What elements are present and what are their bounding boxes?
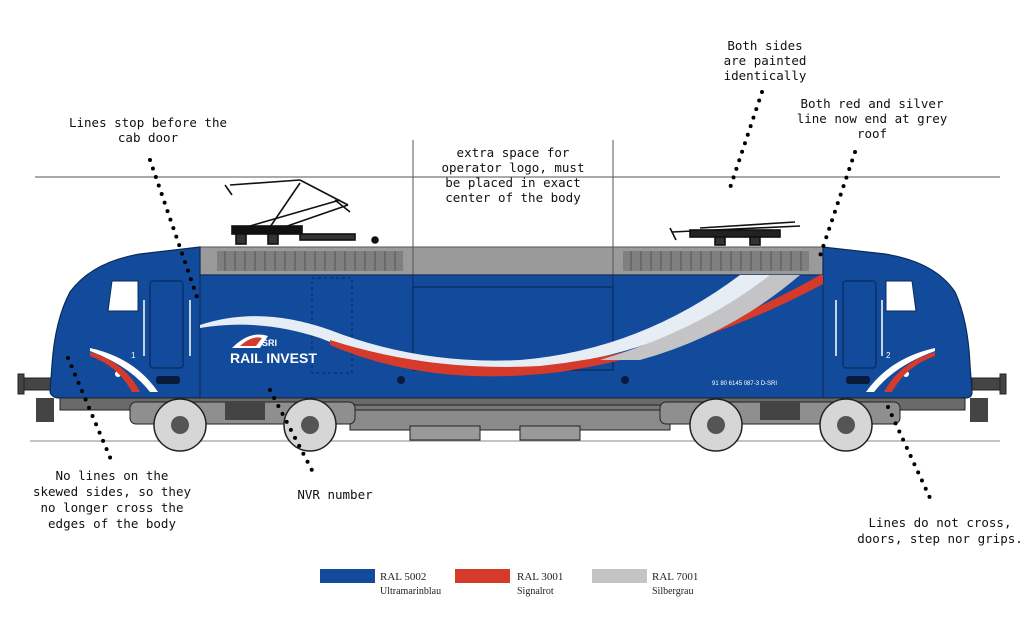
rail-invest-logo: SRI RAIL INVEST	[230, 334, 317, 366]
annotation-line: cab door	[118, 130, 179, 145]
annotation-line: are painted	[724, 53, 807, 68]
logo-small-text: SRI	[262, 338, 277, 348]
nvr-number-text: 91 80 6145 087-3 D-SRI	[712, 381, 777, 387]
bogie-left	[129, 398, 356, 452]
annotation-line: skewed sides, so they	[33, 484, 192, 499]
annotation-lines-stop: Lines stop before the cab door	[69, 115, 227, 145]
legend-code: RAL 7001	[652, 571, 698, 583]
annotation-both-sides: Both sides are painted identically	[724, 38, 807, 83]
annotation-line: identically	[724, 68, 807, 83]
legend-item: RAL 7001 Silbergrau	[592, 569, 698, 597]
legend-swatch	[592, 569, 647, 583]
cab-steps	[36, 398, 988, 422]
pantograph-left	[224, 179, 379, 245]
annotation-line: No lines on the	[56, 468, 169, 483]
pantograph-right	[669, 221, 801, 246]
legend-swatch	[320, 569, 375, 583]
legend-name: Signalrot	[517, 586, 554, 597]
annotation-line: Both red and silver	[801, 96, 944, 111]
livery-stripes	[90, 275, 935, 392]
annotation-line: center of the body	[445, 190, 581, 205]
legend-item: RAL 5002 Ultramarinblau	[320, 569, 441, 597]
buffers	[17, 373, 1007, 395]
legend-name: Ultramarinblau	[380, 586, 441, 597]
annotation-line: roof	[857, 126, 887, 141]
annotation-no-lines-skewed: No lines on the skewed sides, so they no…	[33, 468, 192, 531]
legend-swatch	[455, 569, 510, 583]
annotation-line: NVR number	[297, 487, 373, 502]
annotation-line: be placed in exact	[445, 175, 580, 190]
legend-code: RAL 5002	[380, 571, 426, 583]
annotation-line: extra space for	[457, 145, 570, 160]
annotation-red-silver: Both red and silver line now end at grey…	[797, 96, 948, 141]
annotation-line: line now end at grey	[797, 111, 948, 126]
annotation-line: edges of the body	[48, 516, 176, 531]
annotation-line: doors, step nor grips.	[857, 531, 1023, 546]
annotation-extra-space: extra space for operator logo, must be p…	[442, 145, 585, 205]
legend-item: RAL 3001 Signalrot	[455, 569, 563, 597]
annotation-line: Lines stop before the	[69, 115, 227, 130]
cab-number-2: 2	[886, 351, 891, 360]
legend-code: RAL 3001	[517, 571, 563, 583]
color-legend: RAL 5002 Ultramarinblau RAL 3001 Signalr…	[320, 569, 698, 597]
logo-main-text: RAIL INVEST	[230, 350, 317, 366]
cab-number-1: 1	[131, 351, 136, 360]
leader-lines	[66, 90, 932, 500]
annotation-no-cross: Lines do not cross, doors, step nor grip…	[857, 515, 1023, 546]
bogie-right	[659, 398, 901, 452]
grey-roof	[199, 246, 824, 276]
annotation-line: no longer cross the	[41, 500, 184, 515]
annotation-line: Lines do not cross,	[869, 515, 1012, 530]
legend-name: Silbergrau	[652, 586, 693, 597]
annotation-line: Both sides	[727, 38, 802, 53]
annotation-nvr: NVR number	[297, 487, 373, 502]
annotation-line: operator logo, must	[442, 160, 585, 175]
